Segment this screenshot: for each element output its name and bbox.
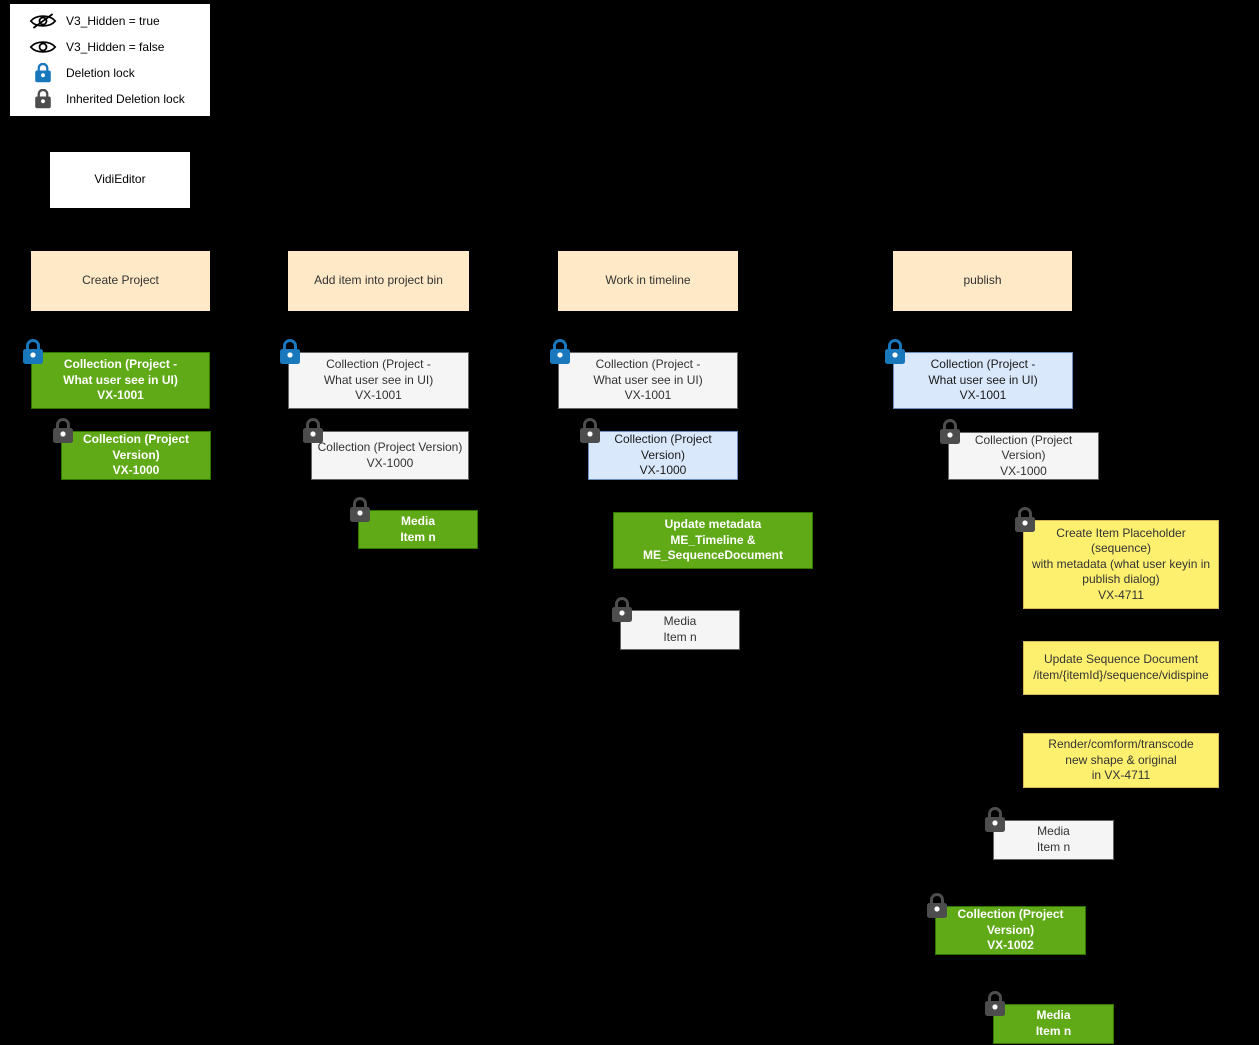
inherited-deletion-lock-icon bbox=[940, 419, 960, 444]
node-timeline-update-metadata: Update metadata ME_Timeline & ME_Sequenc… bbox=[613, 512, 813, 569]
node-create-collection-version: Collection (Project Version) VX-1000 bbox=[53, 418, 211, 480]
legend-label: Inherited Deletion lock bbox=[66, 91, 185, 106]
node-additem-media-item: Media Item n bbox=[350, 497, 478, 549]
column-header-add-item: Add item into project bin bbox=[288, 251, 469, 311]
eye-icon bbox=[28, 35, 58, 60]
node-publish-collection-version-1000: Collection (Project Version) VX-1000 bbox=[940, 419, 1099, 480]
inherited-deletion-lock-icon bbox=[303, 418, 323, 443]
node-publish-media-item-final: Media Item n bbox=[985, 991, 1114, 1044]
inherited-deletion-lock-icon bbox=[612, 597, 632, 622]
deletion-lock-icon bbox=[280, 339, 300, 364]
node-label: Update metadata ME_Timeline & ME_Sequenc… bbox=[642, 517, 784, 563]
inherited-deletion-lock-icon bbox=[53, 418, 73, 443]
column-header-create-project: Create Project bbox=[31, 251, 210, 311]
legend-label: V3_Hidden = false bbox=[66, 40, 165, 55]
node-label: Collection (Project Version) VX-1000 bbox=[317, 439, 463, 470]
node-publish-create-item-placeholder: Create Item Placeholder (sequence) with … bbox=[1015, 507, 1219, 609]
legend-item-deletion-lock: Deletion lock bbox=[10, 60, 210, 85]
header-label: Work in timeline bbox=[605, 273, 691, 288]
node-publish-media-item: Media Item n bbox=[985, 807, 1114, 860]
node-label: Collection (Project - What user see in U… bbox=[63, 357, 178, 403]
column-header-publish: publish bbox=[893, 251, 1072, 311]
node-timeline-collection-ui: Collection (Project - What user see in U… bbox=[550, 339, 738, 409]
deletion-lock-icon bbox=[550, 339, 570, 364]
node-label: Collection (Project - What user see in U… bbox=[928, 357, 1038, 403]
inherited-deletion-lock-icon bbox=[927, 893, 947, 918]
legend-label: Deletion lock bbox=[66, 65, 135, 80]
node-label: Collection (Project - What user see in U… bbox=[323, 357, 434, 403]
legend-item-hidden-false: V3_Hidden = false bbox=[10, 35, 210, 60]
legend-label: V3_Hidden = true bbox=[66, 14, 160, 29]
legend-item-hidden-true: V3_Hidden = true bbox=[10, 9, 210, 34]
node-label: Media Item n bbox=[1035, 1008, 1072, 1038]
vidieditor-label: VidiEditor bbox=[94, 172, 146, 187]
node-label: Collection (Project Version) VX-1000 bbox=[974, 432, 1073, 478]
inherited-deletion-lock-icon bbox=[580, 418, 600, 443]
node-label: Collection (Project Version) VX-1000 bbox=[614, 432, 712, 478]
legend: V3_Hidden = true V3_Hidden = false Delet… bbox=[10, 4, 210, 116]
inherited-deletion-lock-icon bbox=[28, 86, 58, 111]
node-label: Render/comform/transcode new shape & ori… bbox=[1048, 737, 1194, 783]
node-additem-collection-ui: Collection (Project - What user see in U… bbox=[280, 339, 469, 409]
deletion-lock-icon bbox=[885, 339, 905, 364]
node-timeline-collection-version: Collection (Project Version) VX-1000 bbox=[580, 418, 738, 480]
node-label: Media Item n bbox=[400, 513, 436, 544]
node-label: Create Item Placeholder (sequence) with … bbox=[1031, 525, 1211, 602]
deletion-lock-icon bbox=[28, 60, 58, 85]
node-label: Collection (Project Version) VX-1002 bbox=[957, 907, 1064, 953]
node-label: Collection (Project Version) VX-1000 bbox=[82, 432, 189, 478]
node-publish-render-transcode: Render/comform/transcode new shape & ori… bbox=[1023, 733, 1219, 788]
column-header-work-in-timeline: Work in timeline bbox=[558, 251, 738, 311]
deletion-lock-icon bbox=[23, 339, 43, 364]
eye-slash-icon bbox=[28, 9, 58, 34]
node-timeline-media-item: Media Item n bbox=[612, 597, 740, 650]
node-create-collection-ui: Collection (Project - What user see in U… bbox=[23, 339, 210, 409]
inherited-deletion-lock-icon bbox=[985, 991, 1005, 1016]
inherited-deletion-lock-icon bbox=[985, 807, 1005, 832]
node-publish-collection-ui: Collection (Project - What user see in U… bbox=[885, 339, 1073, 409]
inherited-deletion-lock-icon bbox=[1015, 507, 1035, 532]
node-publish-collection-version-1002: Collection (Project Version) VX-1002 bbox=[927, 893, 1086, 955]
node-label: Collection (Project - What user see in U… bbox=[593, 357, 703, 403]
node-label: Update Sequence Document /item/{itemId}/… bbox=[1033, 652, 1209, 682]
vidieditor-box: VidiEditor bbox=[50, 152, 190, 208]
header-label: publish bbox=[963, 273, 1002, 288]
header-label: Add item into project bin bbox=[314, 273, 443, 288]
node-label: Media Item n bbox=[1036, 824, 1071, 854]
inherited-deletion-lock-icon bbox=[350, 497, 370, 522]
header-label: Create Project bbox=[82, 273, 159, 288]
node-publish-update-sequence-document: Update Sequence Document /item/{itemId}/… bbox=[1023, 641, 1219, 695]
node-additem-collection-version: Collection (Project Version) VX-1000 bbox=[303, 418, 469, 480]
legend-item-inherited-deletion-lock: Inherited Deletion lock bbox=[10, 86, 210, 111]
node-label: Media Item n bbox=[663, 614, 697, 644]
